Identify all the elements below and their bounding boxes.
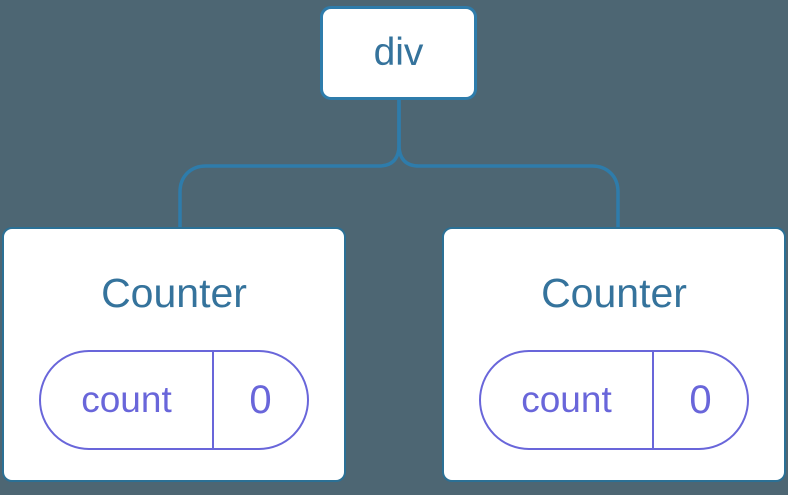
component-name-label: Counter [541,270,687,316]
state-pill: count 0 [479,350,749,450]
root-node-div: div [320,6,477,100]
connector-right-branch [397,100,620,228]
root-node-label: div [373,31,424,74]
counter-node-left: Counter count 0 [2,227,346,482]
connector-left-branch [178,100,401,228]
state-value: 0 [212,352,307,448]
state-key-label: count [521,379,612,420]
state-value: 0 [652,352,747,448]
counter-node-right: Counter count 0 [442,227,786,482]
state-pill: count 0 [39,350,309,450]
component-name-label: Counter [101,270,247,316]
state-key-label: count [81,379,172,420]
